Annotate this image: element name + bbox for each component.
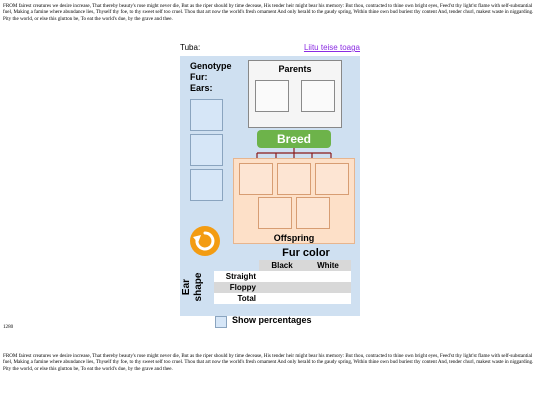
cell-total-black: [259, 293, 305, 304]
table-corner: [214, 260, 259, 271]
row-label-total: Total: [237, 294, 256, 303]
cell-floppy-white: [305, 282, 351, 293]
rotate-arrow-icon: [193, 231, 215, 251]
creature-slot-1[interactable]: [190, 99, 223, 131]
table-row: Straight: [214, 271, 351, 282]
parents-box: Parents: [248, 60, 342, 128]
row-label-straight: Straight: [225, 272, 256, 281]
table-row: Floppy: [214, 282, 351, 293]
page-number: 1280: [3, 324, 14, 330]
fur-color-title: Fur color: [282, 247, 330, 259]
ears-label: Ears:: [190, 83, 213, 93]
show-percentages-checkbox[interactable]: [215, 316, 227, 328]
parents-title: Parents: [278, 64, 312, 74]
offspring-slot-2[interactable]: [277, 163, 311, 195]
cell-straight-black: [259, 271, 305, 282]
creature-slot-3[interactable]: [190, 169, 223, 201]
offspring-slot-5[interactable]: [296, 197, 330, 229]
offspring-slot-3[interactable]: [315, 163, 349, 195]
ear-shape-title: Ear shape: [181, 272, 204, 302]
breed-button[interactable]: Breed: [257, 130, 331, 148]
header-label: Tuba:: [180, 43, 201, 52]
column-header-white: White: [305, 260, 351, 271]
join-room-link[interactable]: Liitu teise toaga: [303, 43, 360, 52]
cell-total-white: [305, 293, 351, 304]
table-row: Total: [214, 293, 351, 304]
app-header: Tuba: Liitu teise toaga: [180, 42, 360, 56]
offspring-slot-1[interactable]: [239, 163, 273, 195]
cell-floppy-black: [259, 282, 305, 293]
paragraph-top: FROM fairest creatures we desire increas…: [3, 3, 534, 22]
row-label-floppy: Floppy: [229, 283, 256, 292]
offspring-box: Offspring: [233, 158, 355, 244]
results-table: Black White Straight Floppy Total: [214, 260, 351, 304]
show-percentages-label: Show percentages: [232, 315, 312, 325]
breeding-panel: Genotype Fur: Ears: Parents Breed: [180, 56, 360, 328]
genotype-label: Genotype: [190, 61, 232, 71]
creature-slot-2[interactable]: [190, 134, 223, 166]
offspring-slot-4[interactable]: [258, 197, 292, 229]
paragraph-bottom: FROM fairest creatures we desire increas…: [3, 353, 534, 372]
parent-slot-2[interactable]: [301, 80, 335, 112]
parent-slot-1[interactable]: [255, 80, 289, 112]
column-header-black: Black: [259, 260, 305, 271]
fur-label: Fur:: [190, 72, 208, 82]
cell-straight-white: [305, 271, 351, 282]
genetics-app: Tuba: Liitu teise toaga Genotype Fur: Ea…: [180, 42, 360, 328]
offspring-title: Offspring: [273, 233, 315, 243]
reset-button[interactable]: [190, 226, 220, 256]
